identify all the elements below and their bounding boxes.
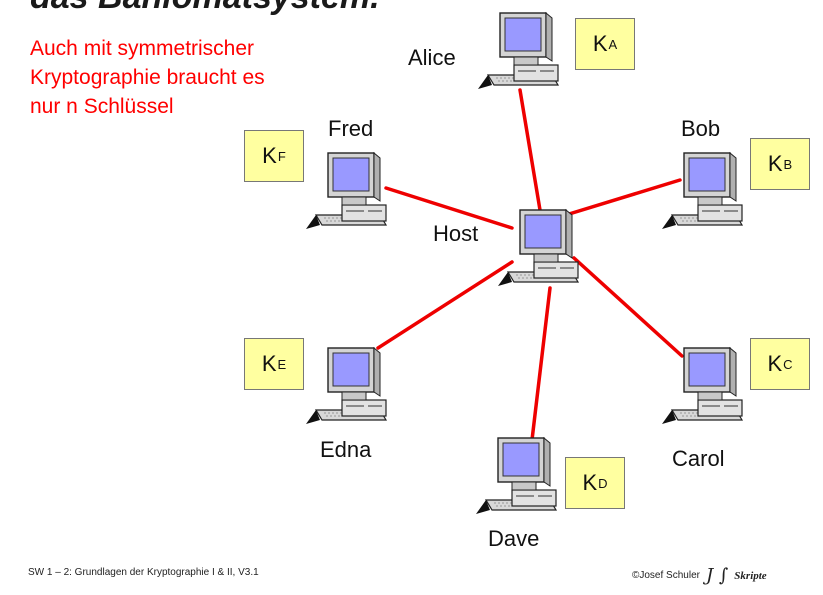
label-dave: Dave — [488, 526, 540, 551]
note-line-1: Auch mit symmetrischer — [30, 37, 255, 60]
footer-logo-text: Skripte — [734, 569, 767, 582]
computer-fred-icon — [305, 152, 387, 230]
computer-dave-icon — [475, 437, 557, 515]
key-letter: K — [262, 143, 277, 168]
skripte-logo-icon: J ∫ — [705, 565, 729, 586]
key-subscript: B — [783, 156, 793, 172]
key-letter: K — [767, 351, 783, 376]
key-subscript: F — [277, 148, 286, 164]
label-host: Host — [433, 221, 479, 246]
link-bob — [554, 178, 682, 220]
computer-alice-icon — [477, 12, 559, 90]
note-text: Auch mit symmetrischer Kryptographie bra… — [30, 34, 330, 121]
computer-bob-icon — [661, 152, 743, 230]
connection-lines — [376, 88, 684, 442]
note-line-3: nur n Schlüssel — [30, 95, 174, 118]
key-letter: K — [767, 151, 783, 176]
link-edna — [376, 260, 514, 350]
footer-course-info: SW 1 – 2: Grundlagen der Kryptographie I… — [28, 567, 259, 578]
key-subscript: C — [783, 356, 793, 372]
note-line-2: Kryptographie braucht es — [30, 66, 265, 89]
computer-edna-icon — [305, 347, 387, 425]
link-carol — [572, 256, 684, 358]
key-subscript: E — [277, 356, 287, 372]
link-fred — [384, 186, 514, 230]
label-fred: Fred — [328, 116, 374, 141]
slide-title: das Banlomatsystem. — [30, 0, 380, 17]
label-alice: Alice — [408, 45, 456, 70]
key-subscript: D — [598, 475, 608, 491]
computer-carol-icon — [661, 347, 743, 425]
key-letter: K — [261, 351, 277, 376]
key-letter: K — [592, 31, 608, 56]
label-edna: Edna — [320, 437, 372, 462]
key-letter: K — [582, 470, 598, 495]
footer-author: ©Josef Schuler J ∫ Skripte — [632, 565, 767, 586]
link-alice — [518, 88, 544, 224]
footer-copyright: ©Josef Schuler — [632, 570, 700, 581]
link-dave — [530, 286, 552, 442]
label-carol: Carol — [672, 446, 725, 471]
key-subscript: A — [608, 36, 618, 52]
label-bob: Bob — [681, 116, 721, 141]
computer-host-icon — [497, 209, 579, 287]
